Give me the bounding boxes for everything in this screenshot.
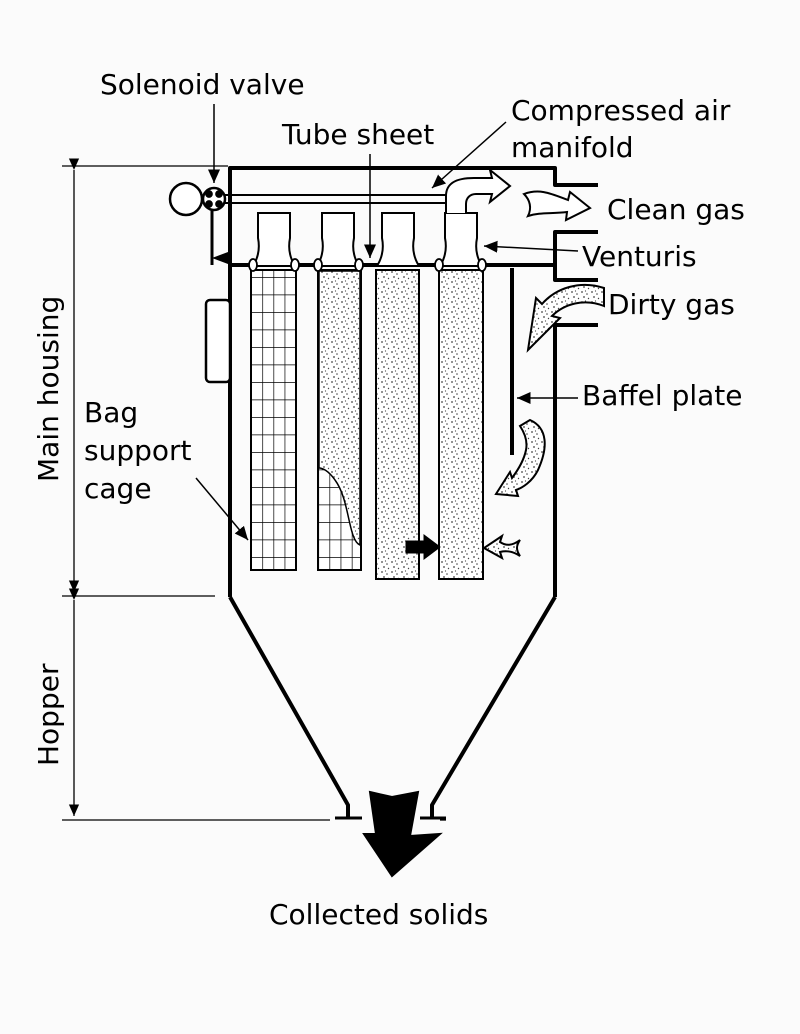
label-cage: cage (84, 472, 152, 505)
clean-gas-arrow-icon (522, 190, 592, 222)
filter-bag-4 (438, 269, 484, 580)
leader-lines (195, 104, 579, 541)
filter-bag-partial (317, 269, 362, 571)
venturis (251, 212, 484, 267)
solenoid-valve-icon (168, 181, 227, 217)
dirty-gas-arrow-icon (526, 283, 605, 353)
label-tube-sheet: Tube sheet (282, 118, 435, 151)
label-manifold: manifold (511, 131, 634, 164)
label-collected-solids: Collected solids (269, 898, 489, 931)
blowback-arrow-icon (212, 252, 228, 264)
label-venturis: Venturis (582, 240, 697, 273)
baffle-flow-arrow-icon (494, 418, 546, 498)
bag-support-cage (250, 269, 297, 571)
label-clean-gas: Clean gas (607, 193, 745, 226)
bag-clamps (248, 258, 487, 272)
pulse-flow-arrow-icon (405, 534, 441, 560)
dust-flow-arrow-icon (482, 533, 521, 561)
label-dirty-gas: Dirty gas (608, 288, 735, 321)
pulse-pipe (445, 167, 512, 213)
label-support: support (84, 434, 192, 467)
label-solenoid-valve: Solenoid valve (100, 68, 305, 101)
label-compressed-air: Compressed air (511, 94, 731, 127)
discharge-arrow-icon (362, 790, 443, 878)
label-hopper: Hopper (32, 663, 65, 766)
label-main-housing: Main housing (32, 295, 65, 482)
side-control-box (204, 298, 232, 384)
label-bag: Bag (84, 396, 139, 429)
filter-bag-3 (375, 269, 420, 580)
dimension-lines (62, 158, 446, 821)
label-baffel-plate: Baffel plate (582, 379, 743, 412)
